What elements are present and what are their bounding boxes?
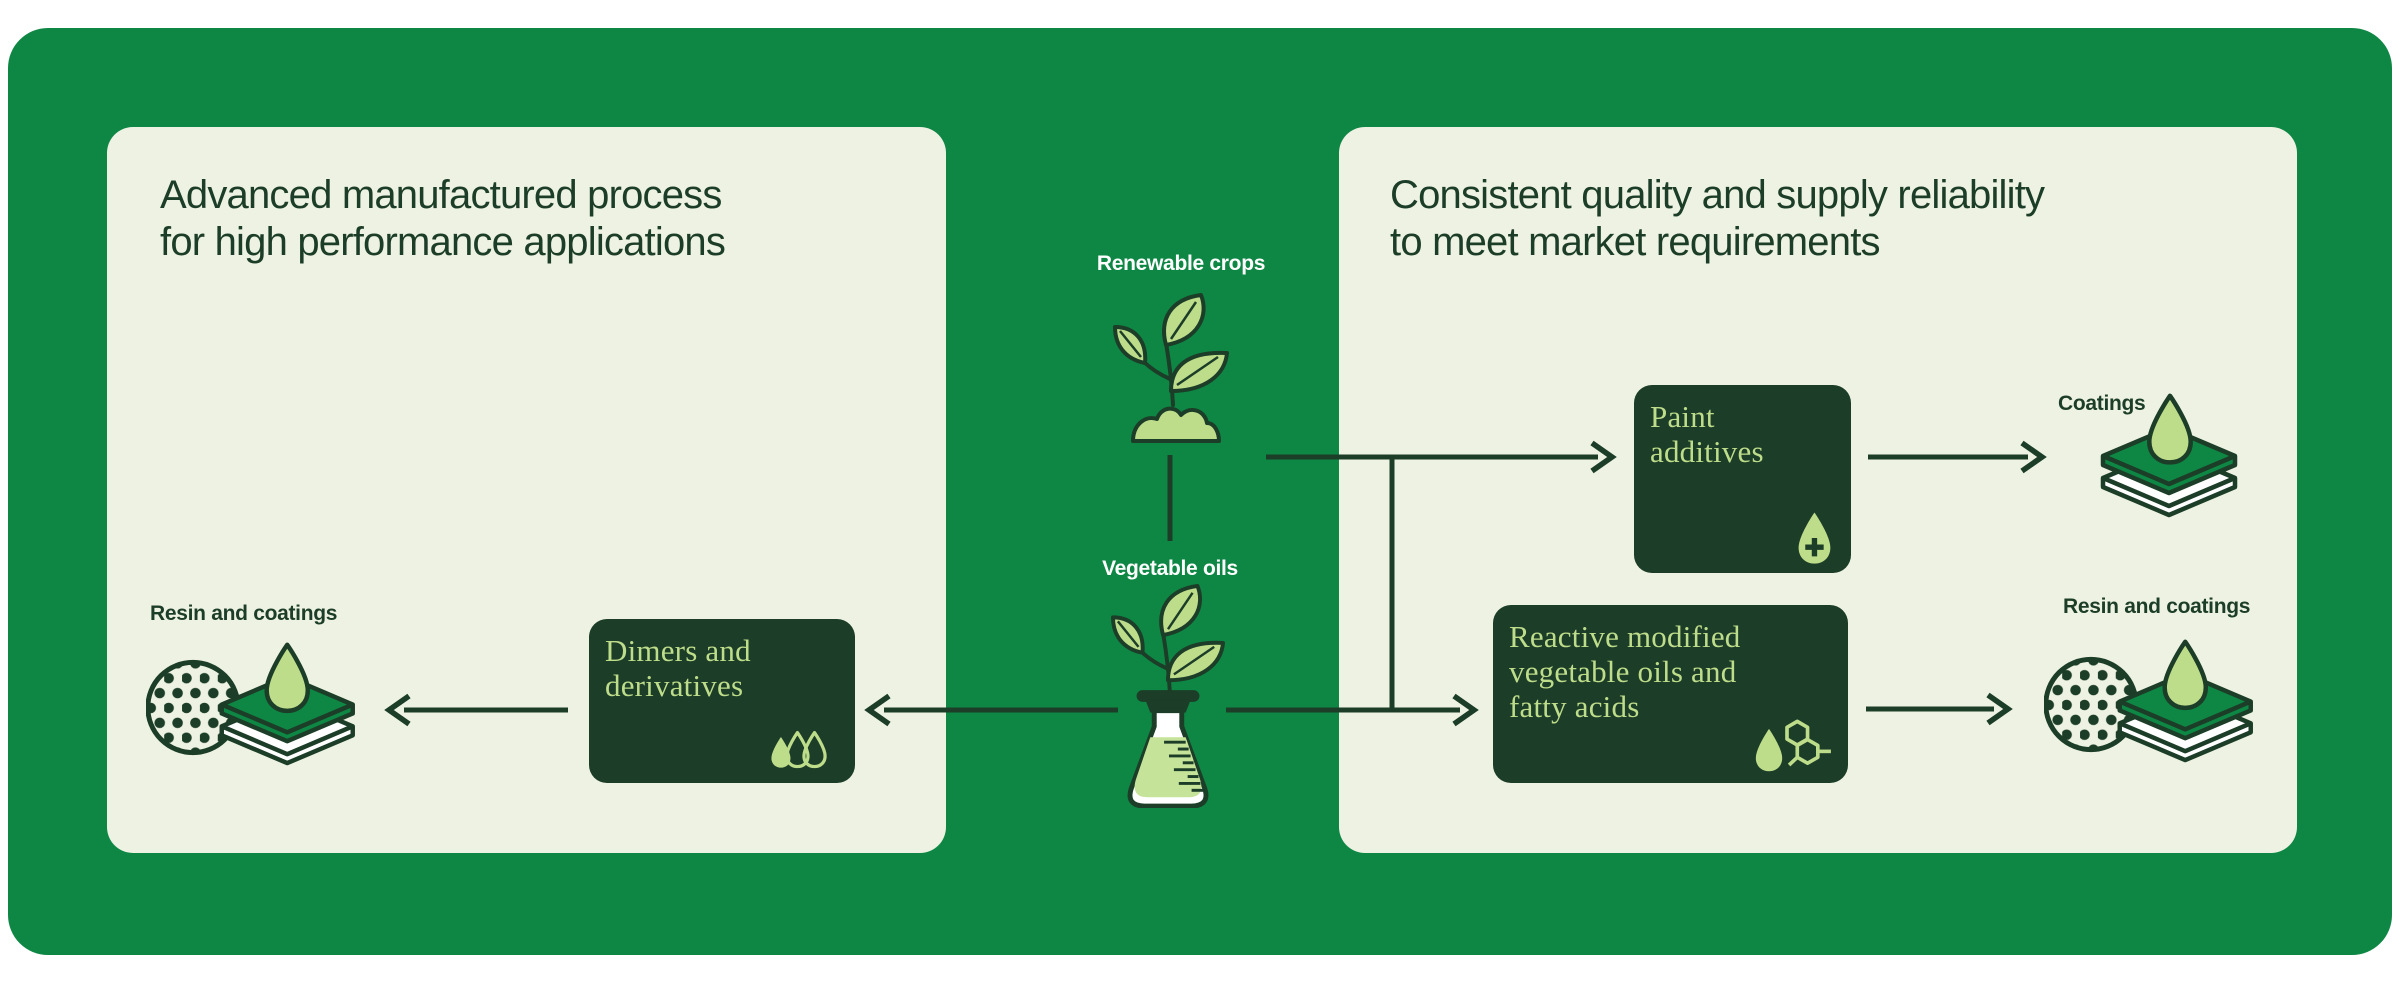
plant-icon [1110,287,1232,445]
reactive-oils-box: Reactive modified vegetable oils and fat… [1493,605,1848,783]
paint-additives-box: Paint additives [1634,385,1851,573]
reactive-oils-box-label: Reactive modified vegetable oils and fat… [1509,619,1741,724]
resin-coatings-icon [2044,638,2258,769]
resin-coatings-label-left: Resin and coatings [150,602,338,625]
droplets-icon [767,727,841,773]
dimers-derivatives-box-label: Dimers and derivatives [605,633,751,703]
molecule-droplet-icon [1746,715,1834,775]
resin-coatings-icon [146,641,360,772]
resin-coatings-label-right: Resin and coatings [2063,595,2251,618]
vegetable-oils-label: Vegetable oils [1102,557,1238,580]
coatings-label: Coatings [2058,392,2146,415]
flask-plant-icon [1104,582,1232,808]
left-panel: Advanced manufactured process for high p… [107,127,946,853]
left-panel-heading: Advanced manufactured process for high p… [160,173,726,264]
right-panel-heading: Consistent quality and supply reliabilit… [1390,173,2045,264]
right-panel: Consistent quality and supply reliabilit… [1339,127,2297,853]
dimers-derivatives-box: Dimers and derivatives [589,619,855,783]
renewable-crops-label: Renewable crops [1096,252,1266,275]
coatings-icon [2094,392,2244,524]
droplet-plus-icon [1793,511,1839,565]
green-canvas: Advanced manufactured process for high p… [8,28,2392,955]
paint-additives-box-label: Paint additives [1650,399,1764,469]
